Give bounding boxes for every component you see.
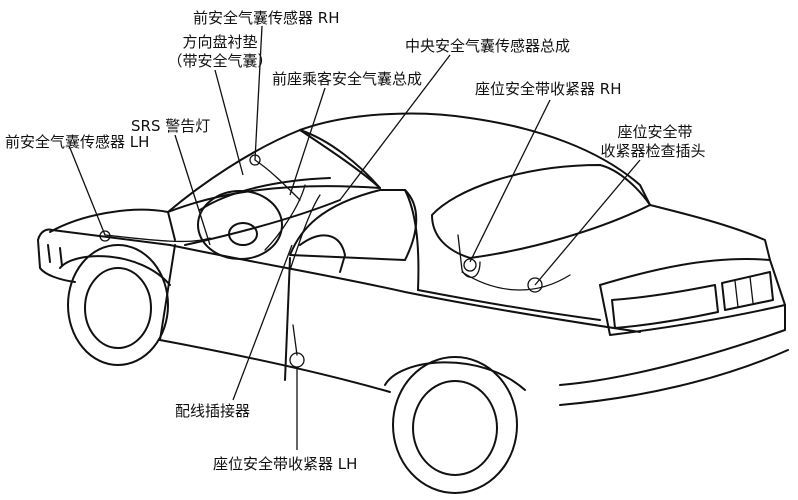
label-check-connector-line2: 收紧器检查插头 <box>600 142 706 160</box>
label-center-sensor: 中央安全气囊传感器总成 <box>405 37 571 55</box>
label-steering-pad-line2: （带安全气囊） <box>167 52 273 70</box>
label-front-sensor-rh: 前安全气囊传感器 RH <box>193 9 340 27</box>
label-steering-pad-line1: 方向盘衬垫 <box>182 33 258 51</box>
car-body-drawing <box>37 112 789 494</box>
label-wiring-connector: 配线插接器 <box>175 402 251 420</box>
leader-lines <box>69 25 641 450</box>
label-front-sensor-lh: 前安全气囊传感器 LH <box>5 133 150 151</box>
label-srs-warning-light: SRS 警告灯 <box>131 117 211 135</box>
label-retractor-lh: 座位安全带收紧器 LH <box>213 455 358 473</box>
label-passenger-airbag: 前座乘客安全气囊总成 <box>272 70 423 88</box>
label-retractor-rh: 座位安全带收紧器 RH <box>475 80 622 98</box>
label-check-connector-line1: 座位安全带 <box>617 123 693 141</box>
